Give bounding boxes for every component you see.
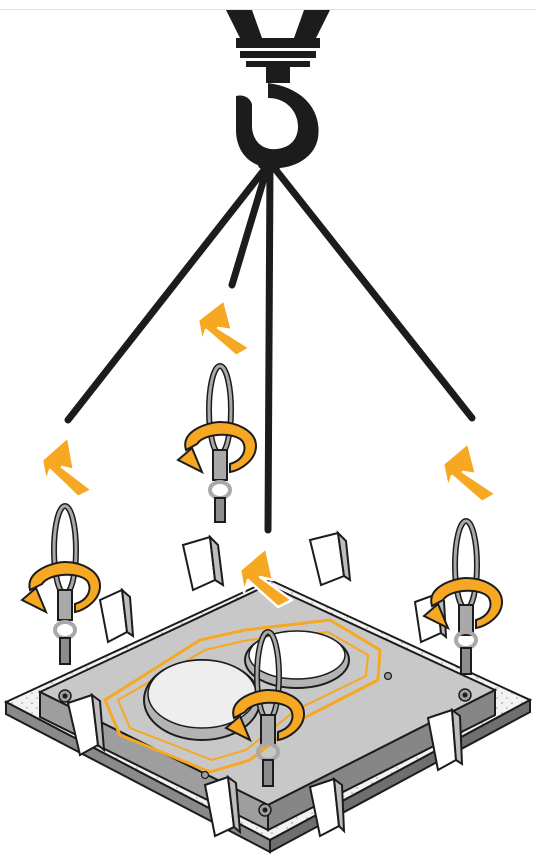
top-divider (0, 9, 536, 10)
crane-hook-icon (226, 10, 330, 171)
lifting-chain-icon (68, 165, 472, 530)
